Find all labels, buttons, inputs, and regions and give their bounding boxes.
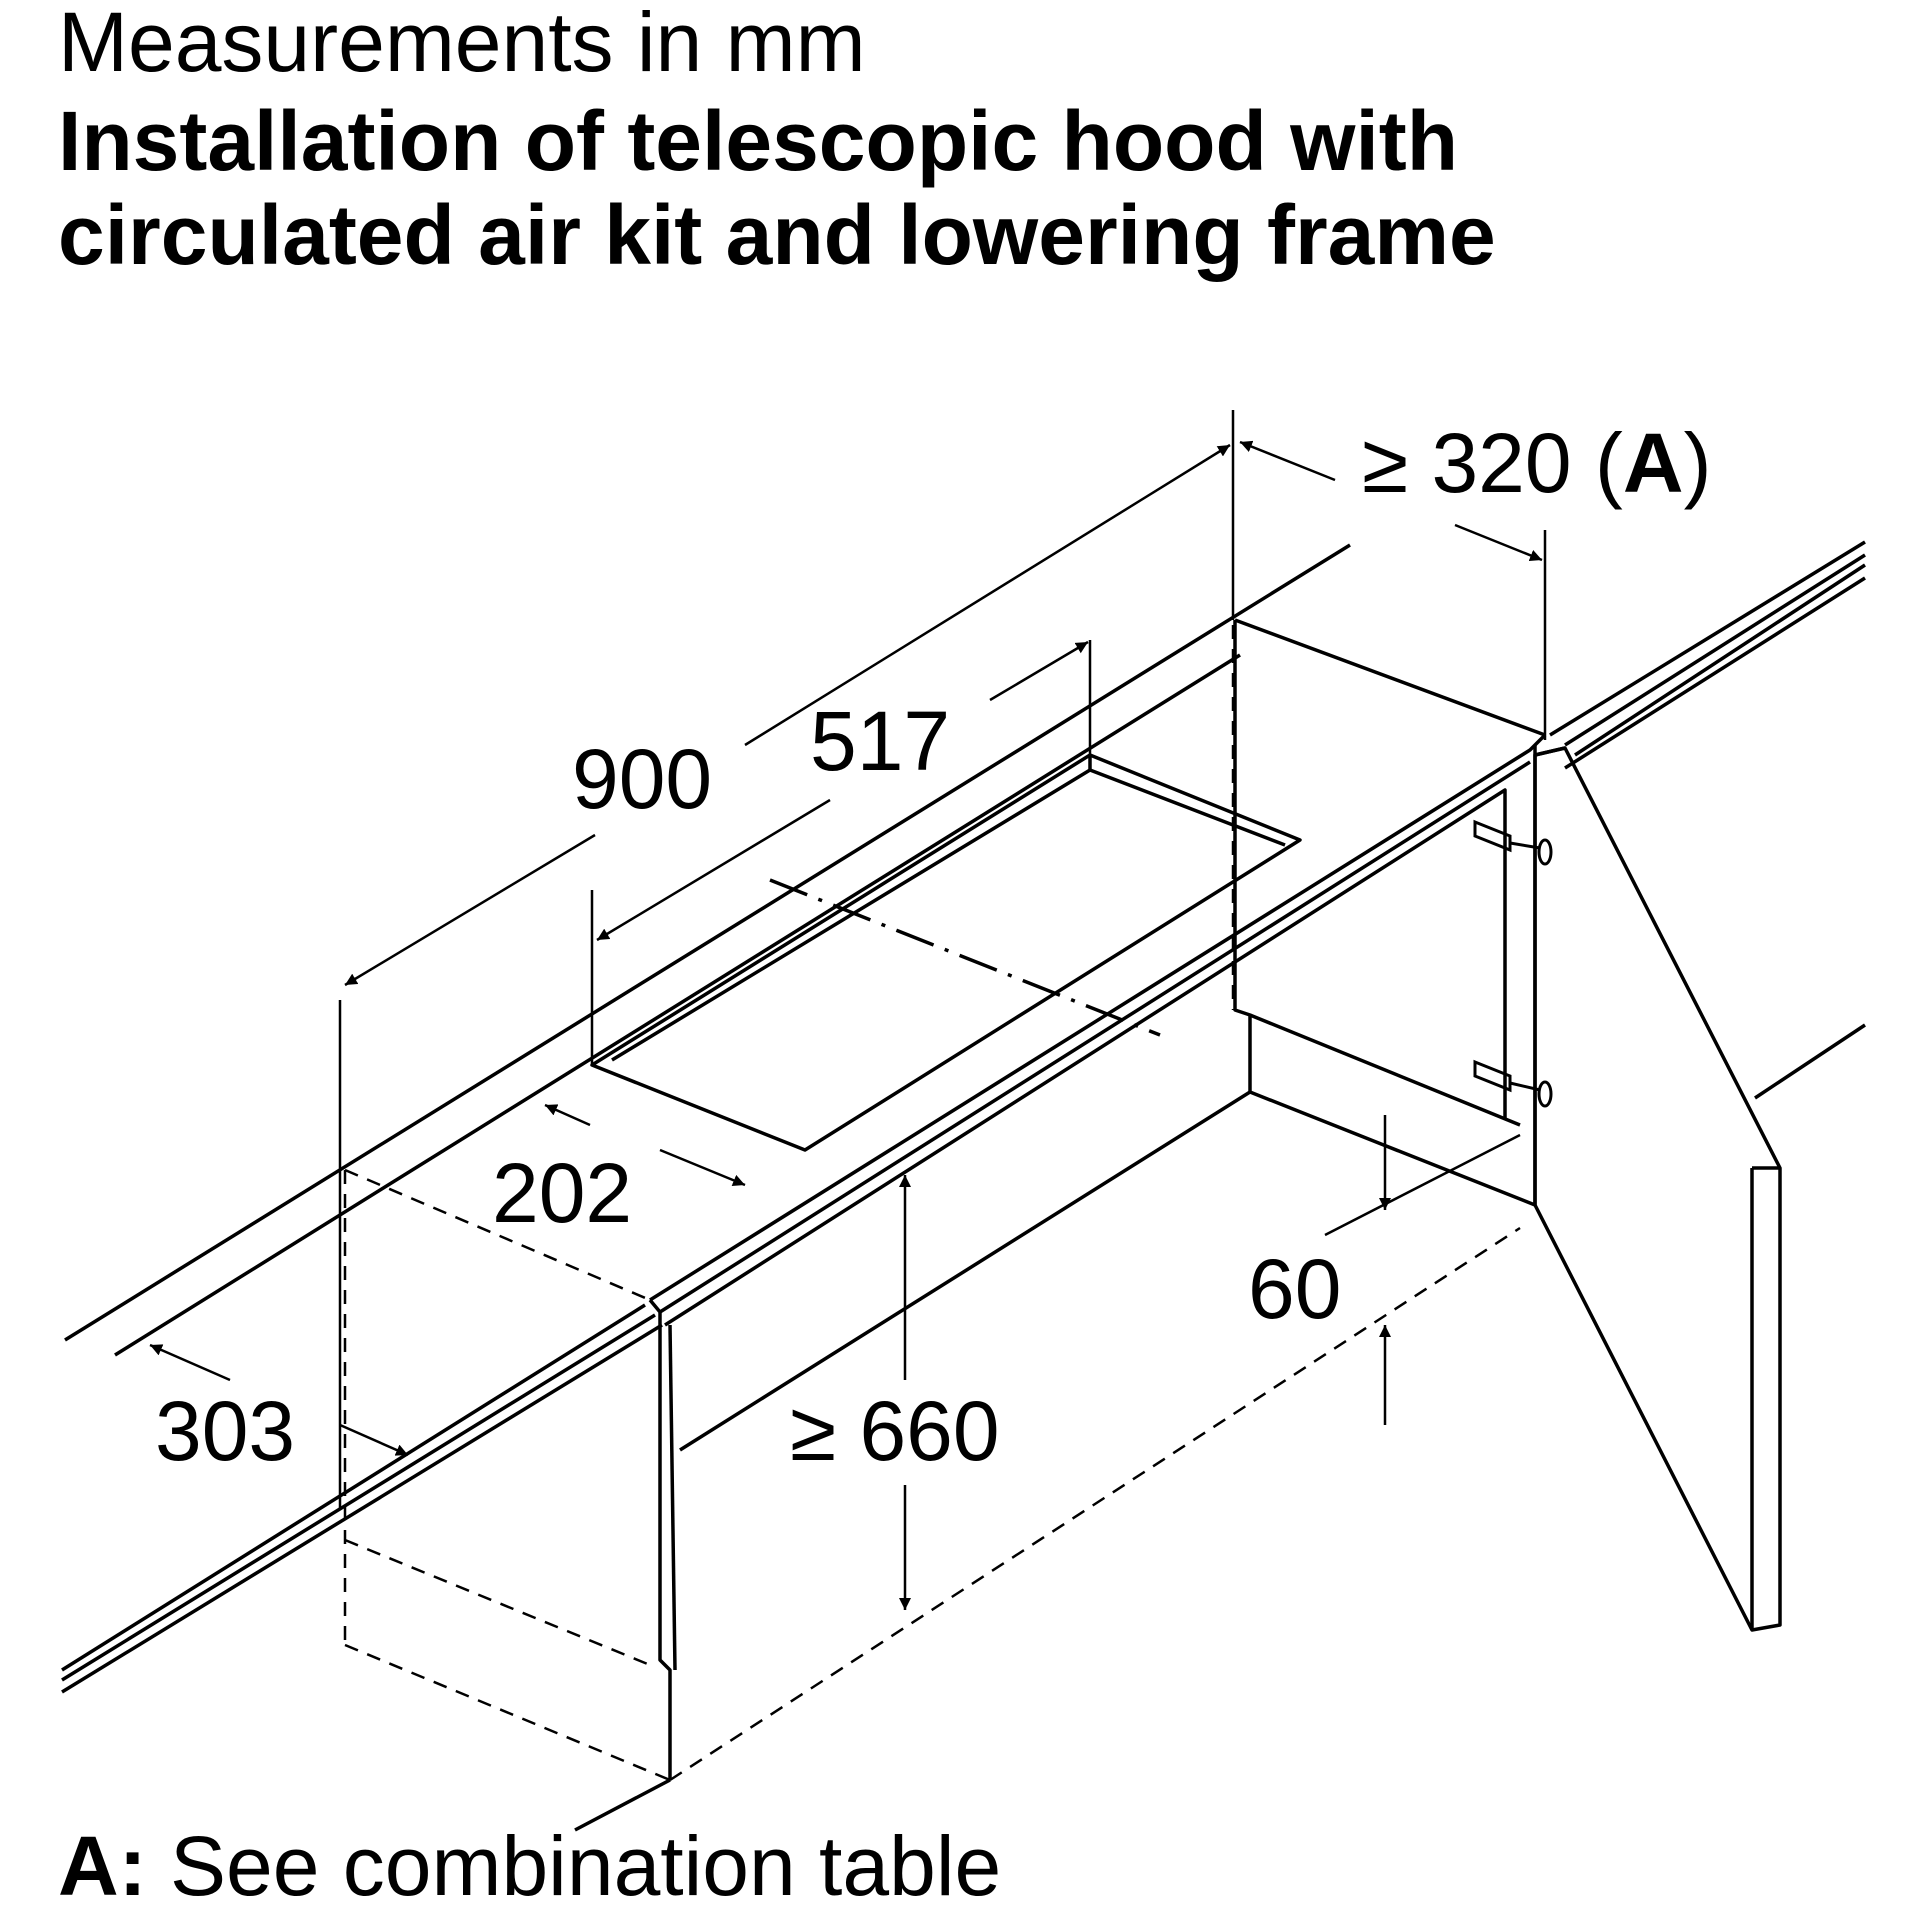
dim-900-line-b — [744, 443, 1231, 747]
right-rail-3 — [1574, 563, 1866, 757]
hinge-lower-icon — [1473, 1059, 1553, 1108]
front-panel-bottom-edge — [574, 1778, 671, 1832]
cabinet-door — [1533, 746, 1782, 1632]
left-rail-2 — [61, 1313, 656, 1682]
dim-label-303: 303 — [155, 1384, 295, 1478]
dimension-lines — [149, 410, 1547, 1610]
diagram-title-line-2: circulated air kit and lowering frame — [58, 188, 1496, 282]
front-panel-inner — [668, 1324, 677, 1671]
dim-320-line-a — [1239, 440, 1336, 482]
hidden-lines — [343, 625, 1521, 1782]
inner-side-top — [1249, 1013, 1521, 1127]
door-edge — [1534, 746, 1566, 757]
diagram-title-line-1: Installation of telescopic hood with — [58, 94, 1459, 188]
dim-303-line-b — [339, 1423, 409, 1457]
cabinet-back-top-edge — [64, 543, 1351, 1342]
cabinet-outline — [61, 540, 1866, 1832]
dim-label-202: 202 — [492, 1146, 632, 1240]
cabinet-front-inner-lip — [664, 788, 1507, 1327]
dim-900-line-a — [344, 833, 596, 987]
hood-centerline — [769, 878, 1161, 1037]
right-shelf-back-edge — [1234, 618, 1546, 737]
hinge-group — [1473, 819, 1553, 1108]
dim-label-517: 517 — [810, 694, 950, 788]
right-wall-edge — [1754, 1023, 1866, 1100]
dim-517-line-a — [596, 798, 831, 942]
dim-517-line-b — [989, 640, 1089, 702]
dim-202-line-b — [659, 1148, 746, 1187]
dim-label-660: ≥ 660 — [790, 1384, 1000, 1478]
measurement-unit-note: Measurements in mm — [58, 0, 866, 89]
dim-label-900: 900 — [572, 732, 712, 826]
hidden-floor-back — [669, 1226, 1521, 1782]
right-rail-1 — [1549, 540, 1866, 737]
dim-label-320: ≥ 320 (A) — [1362, 416, 1712, 510]
dim-202-line-a — [544, 1103, 591, 1127]
dim-320-line-b — [1454, 523, 1543, 562]
front-panel-upper-edge — [679, 1090, 1251, 1452]
cabinet-front-lip — [659, 760, 1531, 1314]
left-rail-3 — [61, 1323, 663, 1694]
footnote: A: See combination table — [58, 1820, 1001, 1912]
hinge-upper-icon — [1473, 819, 1553, 866]
hood-cutout-inner — [611, 768, 1286, 1062]
hidden-top-diagonal — [344, 1168, 651, 1302]
hood-cutout-outer — [590, 753, 1302, 1152]
right-rail-4 — [1564, 576, 1866, 770]
diagram-heading: Measurements in mm Installation of teles… — [58, 0, 1496, 282]
cabinet-back-inner-edge — [114, 653, 1241, 1357]
dimension-labels: ≥ 320 (A) 900 517 202 303 ≥ 660 60 — [155, 416, 1712, 1478]
dim-303-line-a — [149, 1343, 231, 1382]
hidden-mid-diagonal — [344, 1538, 651, 1667]
dim-label-60: 60 — [1248, 1242, 1341, 1336]
diagram-title: Installation of telescopic hood with cir… — [58, 94, 1496, 282]
right-rail-2 — [1564, 553, 1866, 747]
hidden-bottom-diagonal — [344, 1643, 671, 1782]
front-panel-left-face — [648, 1298, 672, 1780]
cabinet-front-top-edge — [649, 733, 1547, 1302]
left-rail-1 — [61, 1303, 646, 1672]
footnote-text: See combination table — [146, 1819, 1002, 1913]
dim-60-ext — [1324, 1133, 1521, 1237]
footnote-key: A: — [58, 1819, 147, 1913]
